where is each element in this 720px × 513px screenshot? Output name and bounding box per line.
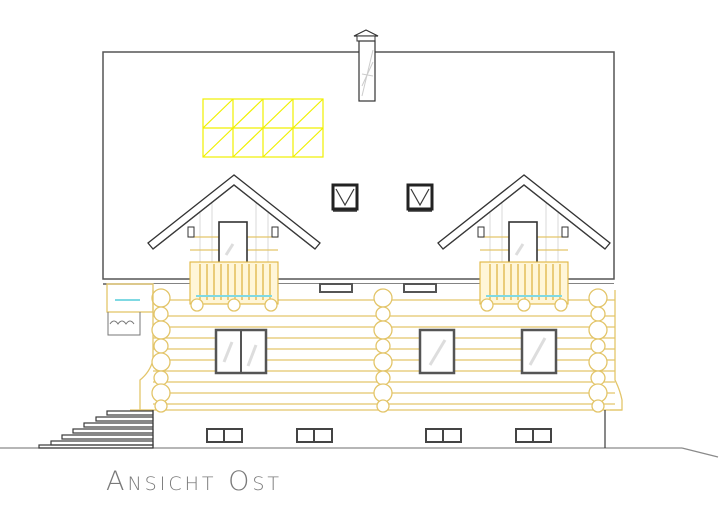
solar-panel [202, 98, 324, 158]
window-left-middle [418, 328, 456, 375]
basement-window [425, 428, 462, 443]
window-right-middle [520, 328, 558, 375]
balcony-left [189, 261, 279, 312]
log-corner-right [588, 288, 608, 413]
dormer-left [147, 174, 321, 265]
drawing-title: Ansicht Ost [106, 466, 283, 497]
side-porch [106, 283, 154, 336]
basement-window [206, 428, 243, 443]
entrance-stairs [38, 410, 154, 449]
ground-line [0, 447, 719, 458]
log-corner-middle [373, 288, 393, 413]
chimney [353, 29, 379, 102]
roof-window-left [331, 183, 359, 212]
basement-window [296, 428, 333, 443]
log-corner-left [151, 288, 171, 413]
roof-window-right [406, 183, 434, 212]
dormer-right [437, 174, 611, 265]
eave-window [319, 283, 353, 293]
balcony-right [479, 261, 569, 312]
basement-window [515, 428, 552, 443]
window-double-left [214, 328, 268, 375]
eave-window [403, 283, 437, 293]
